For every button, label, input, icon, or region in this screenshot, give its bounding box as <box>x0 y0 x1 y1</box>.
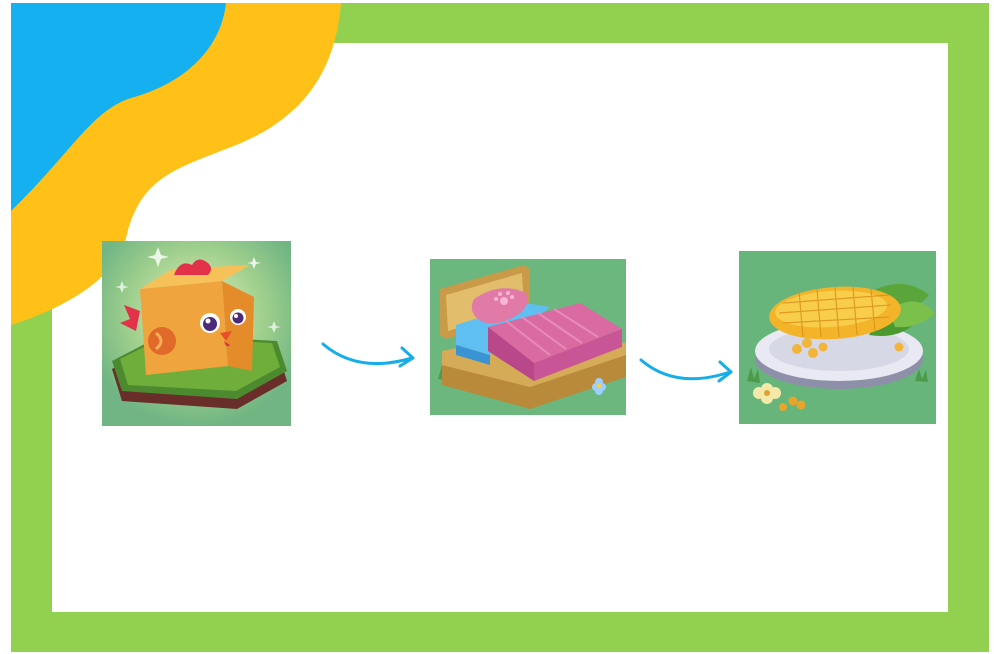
chicken-cube-icon <box>102 241 291 426</box>
bed-icon <box>430 259 626 415</box>
corn-plate-tile <box>739 251 936 424</box>
corn-plate-icon <box>739 251 936 424</box>
curved-arrow-right-icon <box>636 352 738 392</box>
chicken-cube-tile <box>102 241 291 426</box>
bed-tile <box>430 259 626 415</box>
curved-arrow-right-icon <box>318 336 420 376</box>
